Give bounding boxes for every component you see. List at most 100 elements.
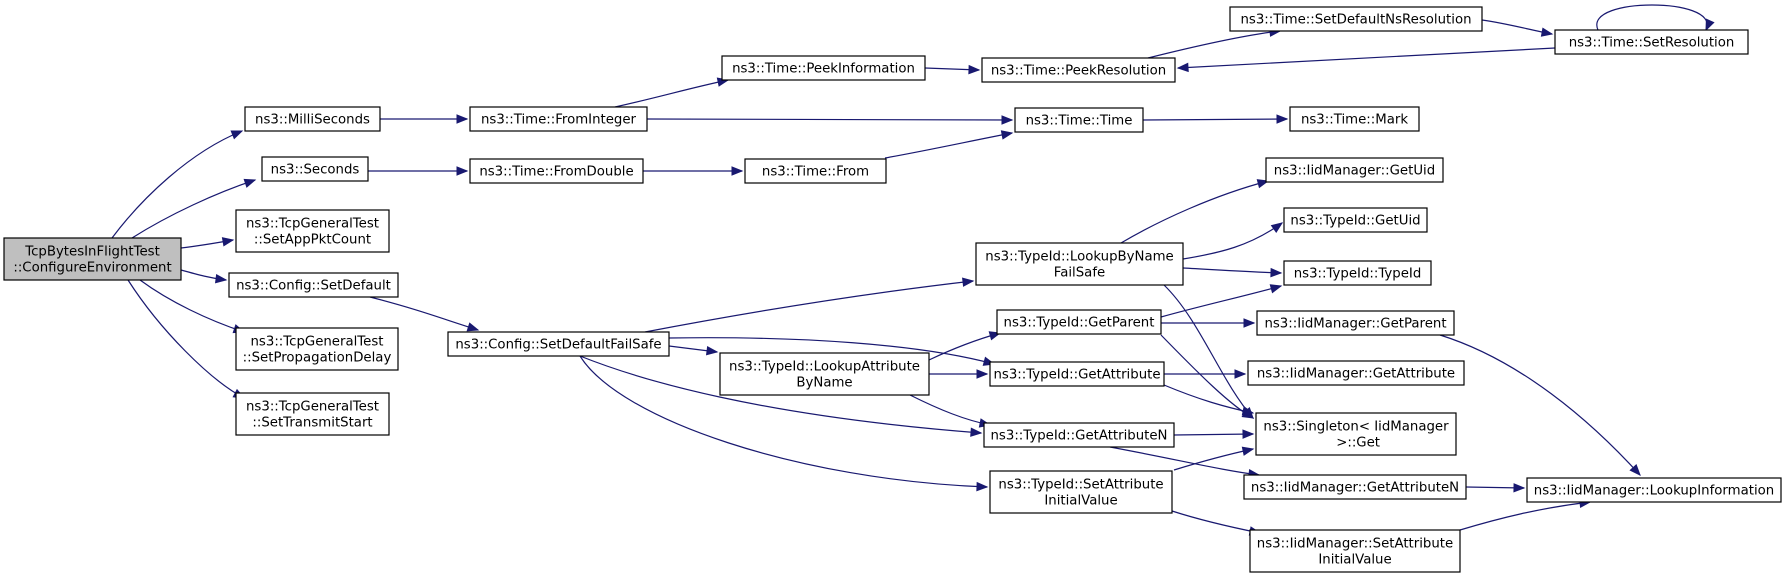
function-node[interactable]: ns3::Time::PeekInformation	[721, 55, 926, 81]
function-node[interactable]: ns3::TypeId::GetAttribute	[989, 361, 1165, 387]
arrowhead-icon	[1256, 179, 1270, 189]
function-name-label: ns3::TypeId::GetParent	[1004, 316, 1155, 331]
function-name-label: ns3::TcpGeneralTest	[251, 335, 384, 350]
arrowhead-icon	[1243, 318, 1256, 328]
function-name-label: ns3::Time::PeekResolution	[991, 64, 1166, 79]
arrowhead-icon	[731, 166, 744, 176]
function-node[interactable]: ns3::IidManager::GetUid	[1265, 157, 1444, 183]
call-edge	[579, 355, 983, 437]
call-edge	[111, 130, 244, 239]
function-node[interactable]: ns3::Config::SetDefault	[228, 272, 399, 298]
function-node[interactable]: ns3::IidManager::LookupInformation	[1526, 477, 1782, 503]
function-name-label: ns3::Config::SetDefault	[236, 279, 391, 294]
arrowhead-icon	[1241, 446, 1255, 456]
arrowhead-icon	[1234, 369, 1247, 379]
arrowhead-icon	[976, 481, 989, 492]
function-node[interactable]: ns3::IidManager::SetAttributeInitialValu…	[1249, 529, 1461, 573]
function-name-label: ::ConfigureEnvironment	[13, 261, 171, 276]
function-name-label: ns3::Time::SetDefaultNsResolution	[1240, 13, 1471, 28]
arrowhead-icon	[1513, 483, 1526, 493]
call-edge	[180, 237, 235, 249]
function-name-label: FailSafe	[1054, 266, 1105, 281]
function-node[interactable]: ns3::Seconds	[261, 156, 369, 182]
arrowhead-icon	[214, 273, 228, 284]
function-name-label: ns3::TypeId::GetAttributeN	[991, 429, 1168, 444]
arrowhead-icon	[1242, 406, 1254, 420]
call-edge	[1147, 27, 1282, 59]
function-node[interactable]: ns3::Time::FromInteger	[469, 106, 648, 132]
function-node[interactable]: ns3::Time::FromDouble	[469, 158, 644, 184]
function-name-label: ::SetPropagationDelay	[243, 351, 392, 366]
function-node[interactable]: ns3::IidManager::GetParent	[1256, 310, 1455, 336]
function-node[interactable]: ns3::TypeId::GetUid	[1283, 207, 1428, 233]
call-edge	[1182, 222, 1284, 260]
function-node[interactable]: ns3::Time::SetDefaultNsResolution	[1229, 6, 1483, 32]
function-node[interactable]: ns3::TypeId::TypeId	[1283, 260, 1432, 286]
call-edge	[1161, 318, 1256, 328]
function-node[interactable]: ns3::TypeId::GetParent	[996, 309, 1162, 335]
function-name-label: ::SetTransmitStart	[252, 416, 372, 431]
function-name-label: ns3::Time::PeekInformation	[732, 62, 915, 77]
function-name-label: ns3::IidManager::GetParent	[1264, 317, 1446, 332]
function-name-label: ns3::Time::SetResolution	[1569, 36, 1735, 51]
function-node[interactable]: ns3::IidManager::GetAttribute	[1247, 360, 1465, 386]
function-node[interactable]: ns3::Time::SetResolution	[1554, 29, 1749, 55]
function-name-label: ns3::TypeId::TypeId	[1294, 267, 1422, 282]
function-node[interactable]: ns3::MilliSeconds	[244, 106, 381, 132]
arrowhead-icon	[1270, 222, 1284, 233]
call-edge	[1120, 179, 1270, 244]
call-edge	[1176, 47, 1556, 73]
arrowhead-icon	[456, 166, 469, 176]
edges	[111, 4, 1715, 536]
call-edge	[579, 355, 989, 492]
function-node[interactable]: ns3::IidManager::GetAttributeN	[1243, 474, 1467, 500]
function-node[interactable]: ns3::Singleton< IidManager >::Get	[1255, 412, 1457, 456]
arrowhead-icon	[1705, 18, 1715, 32]
call-edge	[1182, 267, 1283, 278]
function-node[interactable]: ns3::Time::Time	[1014, 107, 1144, 133]
call-edge	[646, 115, 1014, 125]
function-node[interactable]: ns3::Config::SetDefaultFailSafe	[447, 331, 670, 357]
call-edge	[924, 64, 981, 75]
arrowhead-icon	[968, 64, 981, 75]
call-edge	[1465, 483, 1526, 493]
function-node[interactable]: ns3::TypeId::GetAttributeN	[983, 422, 1175, 448]
function-name-label: ::SetAppPktCount	[254, 233, 371, 248]
function-node[interactable]: ns3::Time::PeekResolution	[981, 57, 1176, 83]
function-node[interactable]: ns3::Time::From	[744, 158, 887, 184]
function-name-label: >::Get	[1332, 436, 1380, 451]
arrowhead-icon	[1270, 267, 1283, 278]
root-function-node[interactable]: TcpBytesInFlightTest::ConfigureEnvironme…	[3, 237, 182, 281]
function-name-label: ns3::Time::FromInteger	[481, 113, 637, 128]
arrowhead-icon	[705, 345, 719, 356]
arrowhead-icon	[976, 369, 989, 379]
call-edge	[668, 345, 719, 356]
function-name-label: ns3::TypeId::LookupByName	[985, 250, 1173, 265]
call-edge	[1163, 284, 1254, 420]
function-name-label: TcpBytesInFlightTest	[24, 245, 160, 260]
call-edge	[644, 277, 975, 333]
arrowhead-icon	[1629, 464, 1641, 476]
function-node[interactable]: ns3::Time::Mark	[1289, 106, 1420, 132]
function-node[interactable]: ns3::TcpGeneralTest::SetPropagationDelay	[235, 327, 399, 371]
function-name-label: ns3::Seconds	[271, 163, 360, 178]
function-name-label: ns3::Singleton< IidManager	[1263, 420, 1449, 435]
function-name-label: ns3::Time::Time	[1026, 114, 1133, 129]
call-edge	[380, 114, 469, 124]
function-name-label: ns3::TypeId::SetAttribute	[998, 478, 1163, 493]
call-edge	[1481, 19, 1554, 37]
call-edge	[1173, 446, 1255, 471]
function-name-label: ns3::TypeId::GetUid	[1290, 214, 1420, 229]
function-name-label: InitialValue	[1044, 494, 1117, 509]
arrowhead-icon	[962, 277, 975, 287]
arrowhead-icon	[456, 114, 469, 124]
function-name-label: ns3::IidManager::SetAttribute	[1257, 537, 1453, 552]
arrowhead-icon	[1540, 27, 1554, 37]
arrowhead-icon	[1242, 429, 1255, 439]
function-node[interactable]: ns3::TcpGeneralTest::SetTransmitStart	[235, 392, 390, 436]
function-node[interactable]: ns3::TcpGeneralTest::SetAppPktCount	[235, 209, 390, 253]
